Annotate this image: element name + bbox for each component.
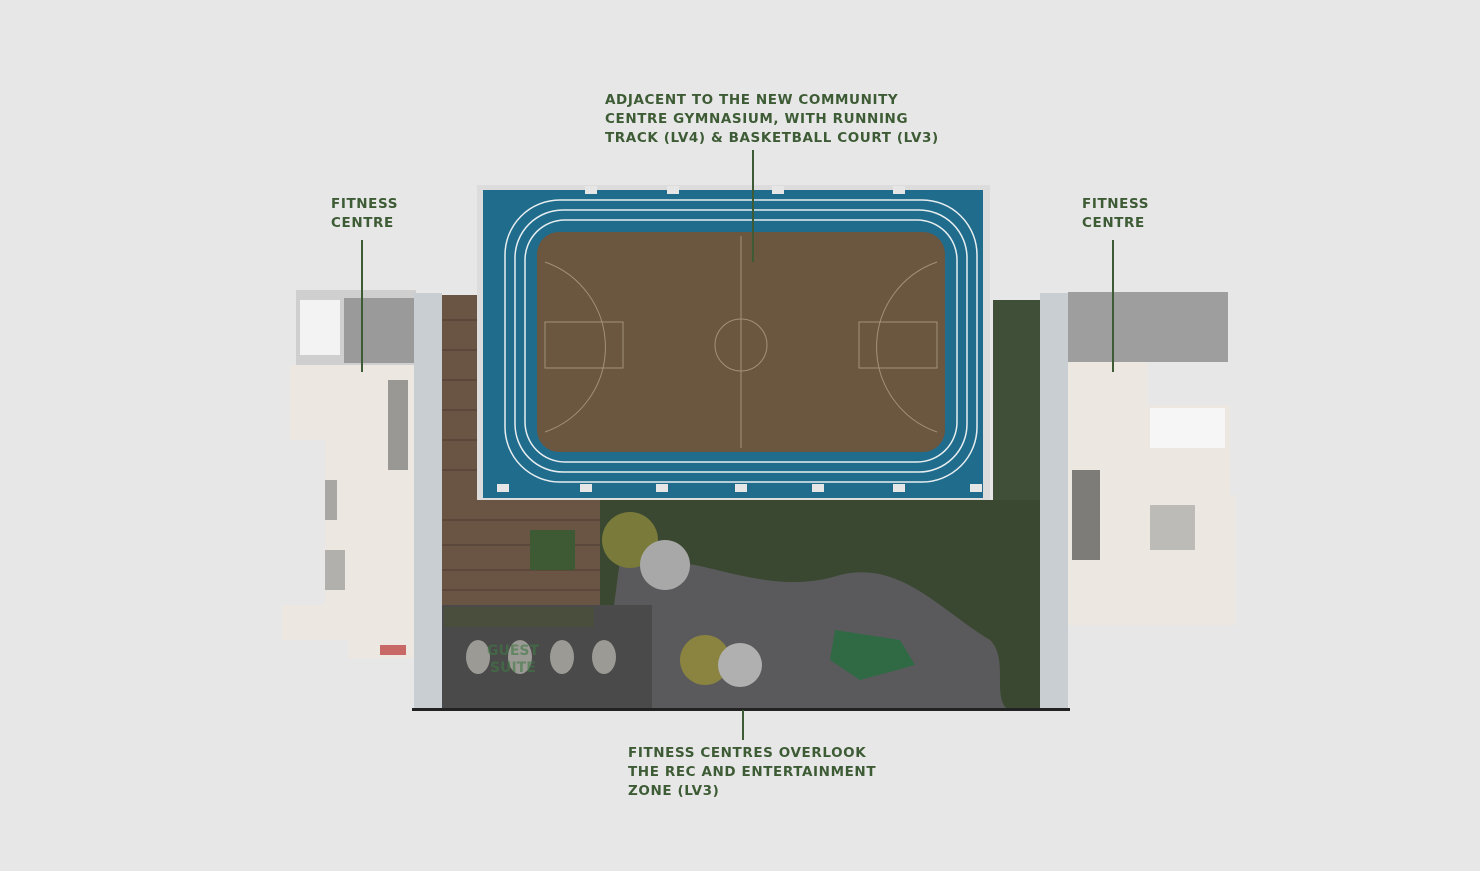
fitness-left-callout: FITNESS CENTRE <box>331 196 399 231</box>
guest-suite-label-2: SUITE <box>490 660 536 676</box>
playground <box>830 630 915 680</box>
rec-zone-leader-line <box>742 710 744 740</box>
rec-zone-callout: FITNESS CENTRES OVERLOOK THE REC AND ENT… <box>628 745 877 799</box>
trees <box>602 512 762 687</box>
fitness-centre-left-plan <box>282 290 416 658</box>
green-strip <box>993 300 1040 500</box>
glass-strip-right <box>1040 293 1068 711</box>
fitness-left-leader-line <box>361 240 363 372</box>
umbrellas <box>466 640 616 674</box>
glass-strip-left <box>414 293 442 711</box>
fitness-centre-right-plan <box>1068 292 1236 625</box>
gymnasium <box>477 185 990 500</box>
gym-leader-line <box>752 150 754 262</box>
guest-suite-label-1: GUEST <box>487 643 540 659</box>
fitness-right-leader-line <box>1112 240 1114 372</box>
fitness-right-callout: FITNESS CENTRE <box>1082 196 1150 231</box>
gym-callout: ADJACENT TO THE NEW COMMUNITY CENTRE GYM… <box>605 92 939 146</box>
